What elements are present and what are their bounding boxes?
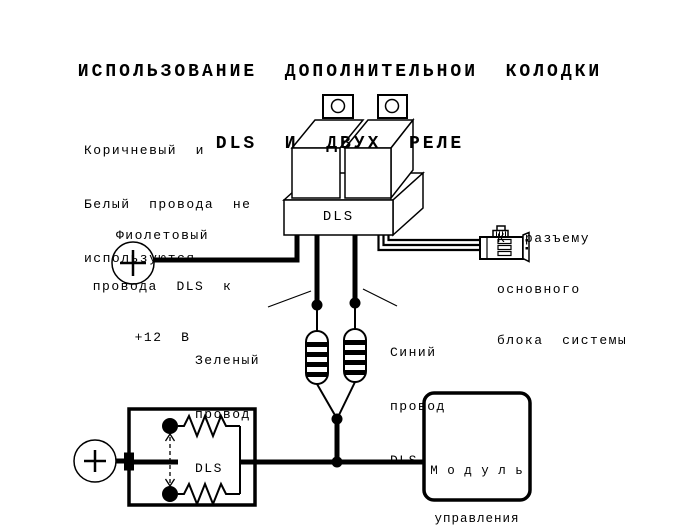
connector-slot (497, 238, 512, 245)
label-line: Белый провода не (84, 197, 252, 212)
page-title-line1: ИСПОЛЬЗОВАНИЕ ДОПОЛНИТЕЛЬНОИ КОЛОДКИ (77, 62, 603, 82)
label-line: Коричневый и (84, 143, 205, 158)
blue-wire-pointer-line (362, 288, 398, 307)
contact-dot-top (162, 418, 178, 434)
relay-front-face (344, 147, 392, 199)
power-source-12v (111, 241, 155, 285)
harness-wire (377, 235, 482, 252)
label-line: Синий (390, 345, 437, 360)
control-module-box (422, 391, 532, 502)
label-line: провода DLS к (92, 279, 233, 294)
mounting-hole-icon (384, 98, 400, 114)
wire-junction-dot (331, 456, 343, 468)
relay-assembly (282, 94, 425, 237)
dls-base-front-face (283, 199, 394, 236)
label-line: провод (390, 399, 446, 414)
harness-wire (382, 235, 482, 247)
wire-merge-junction (316, 381, 356, 462)
label-green-wire: Зеленый провод DLS (195, 316, 260, 514)
arrow-up-icon (164, 432, 176, 442)
power-source-lamp (73, 439, 131, 483)
wire-bushing (124, 452, 134, 471)
label-line: Зеленый (195, 353, 261, 368)
label-line: +12 В (134, 330, 191, 345)
plus-icon (84, 450, 106, 472)
arrow-down-icon (164, 478, 176, 488)
label-line: Фиолетовый (115, 228, 209, 243)
green-wire (311, 235, 323, 332)
dls-base-label: DLS (322, 209, 355, 225)
page-title: ИСПОЛЬЗОВАНИЕ ДОПОЛНИТЕЛЬНОИ КОЛОДКИ DLS… (0, 12, 690, 204)
violet-wire-12v (154, 235, 300, 263)
label-line: используются (84, 251, 196, 266)
violet-wire-line (154, 235, 300, 263)
switch-resistor-box (124, 407, 257, 507)
blue-wire (349, 235, 361, 330)
relay-right (343, 94, 415, 201)
label-line: провод (195, 407, 251, 422)
green-wire-pointer-line (267, 290, 312, 308)
label-violet-wire: Фиолетовый провода DLS к +12 В (90, 193, 235, 380)
label-line: К разъему (497, 231, 591, 246)
system-connector (479, 225, 530, 263)
label-line: блока системы (497, 333, 628, 348)
label-line: управления (434, 512, 520, 525)
label-line: М о д у л ь (430, 464, 524, 478)
label-unused-wires: Коричневый и Белый провода не используют… (84, 106, 251, 304)
label-line: основного (497, 282, 581, 297)
main-signal-wire (240, 456, 424, 468)
control-module-label: М о д у л ь управления (424, 431, 530, 525)
harness-wire (387, 235, 482, 242)
contact-dot-bottom (162, 486, 178, 502)
plus-icon (120, 250, 146, 276)
page-title-line2: DLS И ДВУХ РЕЛЕ (215, 134, 465, 154)
wire-junction-dot (311, 299, 323, 311)
resistor-capsule-left (305, 330, 329, 385)
label-system-connector: К разъему основного блока системы (497, 196, 627, 383)
resistor-zigzag-bottom (178, 481, 240, 507)
relay-front-face (291, 147, 341, 199)
resistor-zigzag-top (178, 413, 240, 439)
harness-to-system (377, 235, 482, 252)
relay-left (290, 94, 365, 199)
wire-junction-dot (349, 297, 361, 309)
resistor-capsule-right (343, 328, 367, 383)
label-blue-wire: Синий провод DLS (390, 308, 446, 506)
connector-slot (497, 250, 512, 257)
mounting-hole-icon (330, 98, 346, 114)
connector-slot (497, 244, 512, 251)
label-line: DLS (195, 461, 223, 476)
label-line: DLS (390, 453, 418, 468)
